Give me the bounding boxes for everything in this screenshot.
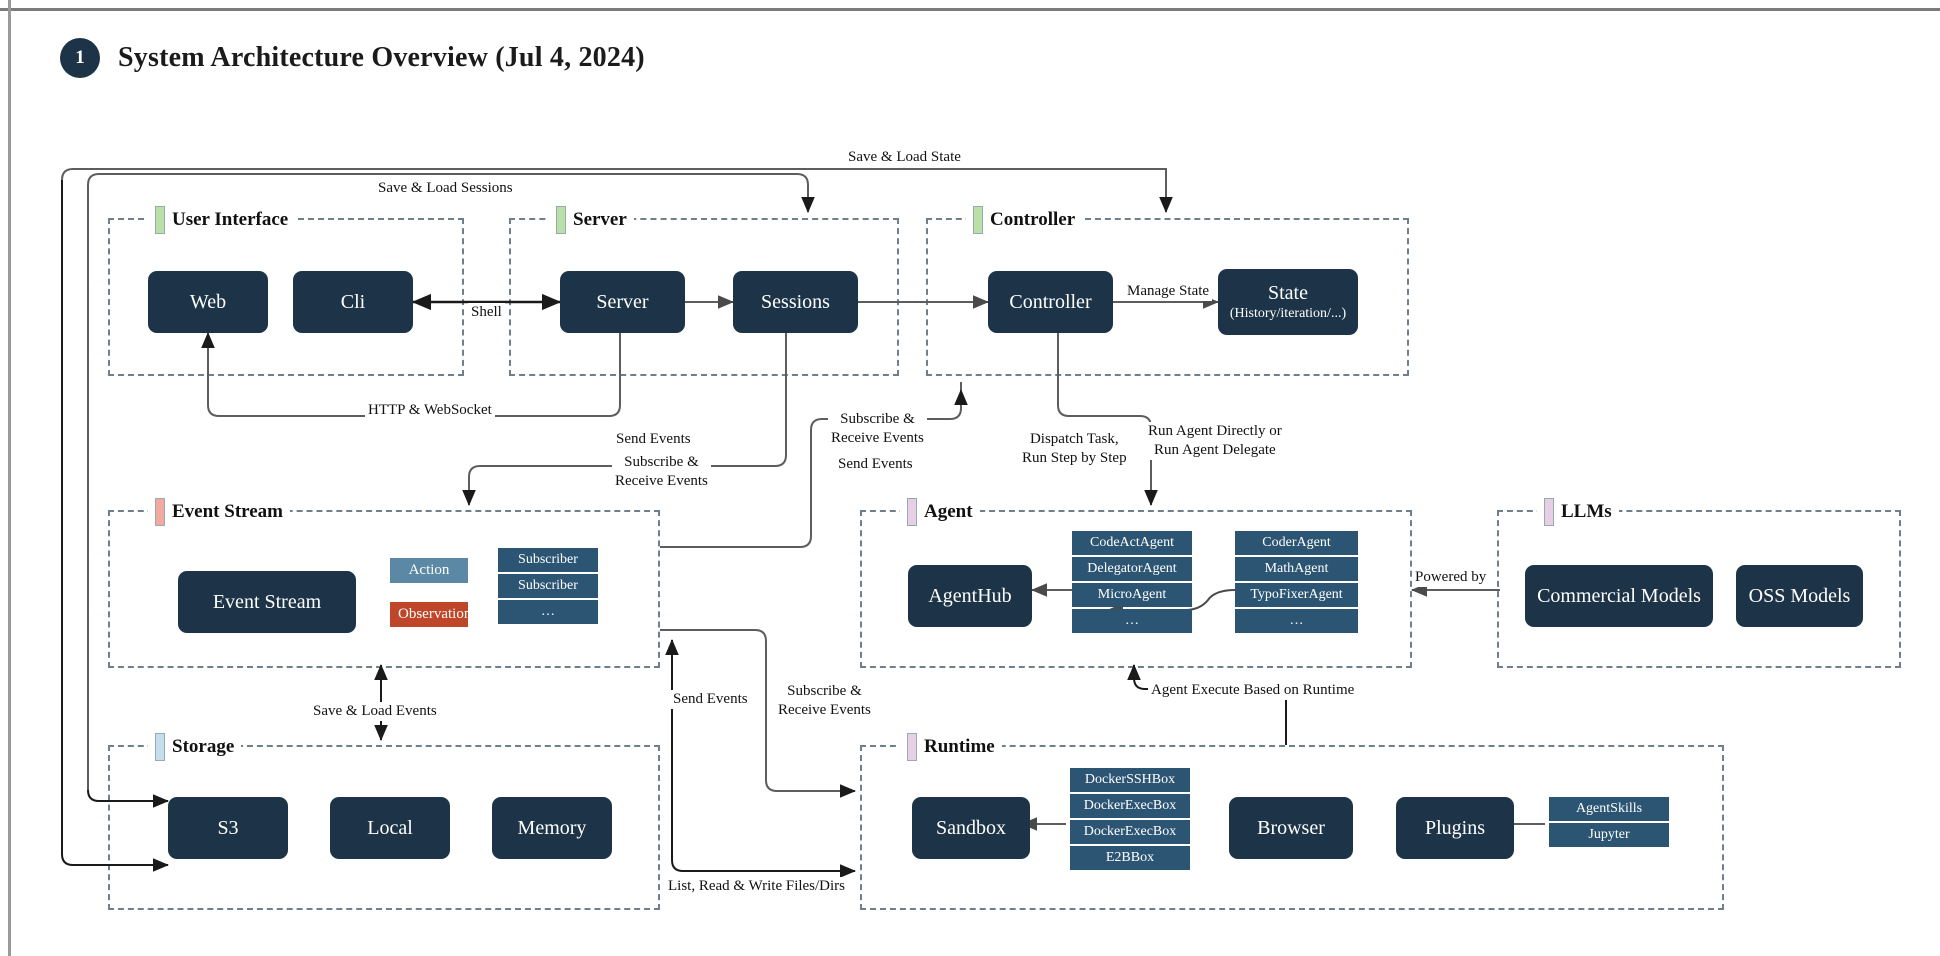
group-label-server: Server: [549, 206, 634, 234]
node-oss-models[interactable]: OSS Models: [1736, 565, 1863, 627]
node-cli[interactable]: Cli: [293, 271, 413, 333]
list-item[interactable]: …: [1235, 609, 1358, 634]
node-sandbox[interactable]: Sandbox: [912, 797, 1030, 859]
list-item[interactable]: MicroAgent: [1072, 583, 1192, 608]
node-state-title: State: [1268, 281, 1308, 304]
group-color-swatch-icon: [155, 498, 165, 526]
node-agent-hub[interactable]: AgentHub: [908, 565, 1032, 627]
group-runtime: Runtime: [860, 733, 1724, 910]
node-sessions[interactable]: Sessions: [733, 271, 858, 333]
node-commercial-models[interactable]: Commercial Models: [1525, 565, 1713, 627]
edge-label-manage-state: Manage State: [1124, 282, 1213, 301]
edge-label-agent-execute: Agent Execute Based on Runtime: [1148, 681, 1358, 700]
list-item[interactable]: Subscriber: [498, 574, 598, 599]
node-state[interactable]: State (History/iteration/...): [1218, 269, 1358, 335]
group-label-user-interface: User Interface: [148, 206, 296, 234]
node-server[interactable]: Server: [560, 271, 685, 333]
edge-label-shell: Shell: [468, 303, 505, 322]
list-item[interactable]: CodeActAgent: [1072, 531, 1192, 556]
list-item[interactable]: …: [498, 600, 598, 625]
list-item[interactable]: DelegatorAgent: [1072, 557, 1192, 582]
group-label-runtime: Runtime: [900, 733, 1002, 761]
page-title: System Architecture Overview (Jul 4, 202…: [118, 42, 645, 73]
edge-label-subscribe-receive-2: Subscribe & Receive Events: [828, 410, 927, 448]
list-item[interactable]: DockerExecBox: [1070, 820, 1190, 845]
edge-label-run-agent: Run Agent Directly or Run Agent Delegate: [1145, 422, 1285, 460]
edge-label-powered-by: Powered by: [1412, 568, 1490, 587]
group-color-swatch-icon: [556, 206, 566, 234]
group-llms: LLMs: [1497, 498, 1901, 668]
edge-label-list-read-write: List, Read & Write Files/Dirs: [665, 877, 849, 896]
group-storage: Storage: [108, 733, 660, 910]
group-label-controller: Controller: [966, 206, 1083, 234]
list-item[interactable]: DockerSSHBox: [1070, 768, 1190, 793]
node-event-stream[interactable]: Event Stream: [178, 571, 356, 633]
edge-label-send-events-3: Send Events: [670, 690, 751, 709]
edge-label-subscribe-receive-1: Subscribe & Receive Events: [612, 453, 711, 491]
edge-label-send-events-1: Send Events: [613, 430, 694, 449]
edge-label-save-load-sessions: Save & Load Sessions: [375, 179, 516, 198]
group-color-swatch-icon: [907, 733, 917, 761]
edge-label-subscribe-receive-3: Subscribe & Receive Events: [775, 682, 874, 720]
edge-label-send-events-2: Send Events: [835, 455, 916, 474]
node-s3[interactable]: S3: [168, 797, 288, 859]
group-color-swatch-icon: [1544, 498, 1554, 526]
group-label-event-stream: Event Stream: [148, 498, 290, 526]
list-item[interactable]: E2BBox: [1070, 846, 1190, 871]
list-item[interactable]: CoderAgent: [1235, 531, 1358, 556]
chip-observation[interactable]: Observation: [390, 602, 471, 627]
top-divider: [0, 8, 1940, 11]
group-color-swatch-icon: [973, 206, 983, 234]
group-label-llms: LLMs: [1537, 498, 1619, 526]
edge-label-save-load-state: Save & Load State: [845, 148, 964, 167]
group-color-swatch-icon: [155, 206, 165, 234]
edge-label-dispatch-task: Dispatch Task, Run Step by Step: [1019, 430, 1130, 468]
node-browser[interactable]: Browser: [1229, 797, 1353, 859]
group-color-swatch-icon: [155, 733, 165, 761]
group-label-storage: Storage: [148, 733, 242, 761]
group-label-agent: Agent: [900, 498, 980, 526]
left-divider: [8, 0, 11, 956]
node-local[interactable]: Local: [330, 797, 450, 859]
group-controller: Controller: [926, 206, 1409, 376]
list-item[interactable]: DockerExecBox: [1070, 794, 1190, 819]
group-color-swatch-icon: [907, 498, 917, 526]
slide-header: 1 System Architecture Overview (Jul 4, 2…: [60, 38, 645, 78]
node-state-subtitle: (History/iteration/...): [1229, 305, 1347, 321]
node-web[interactable]: Web: [148, 271, 268, 333]
list-item[interactable]: …: [1072, 609, 1192, 634]
edge-label-save-load-events: Save & Load Events: [310, 702, 440, 721]
node-plugins[interactable]: Plugins: [1396, 797, 1514, 859]
list-item[interactable]: TypoFixerAgent: [1235, 583, 1358, 608]
list-item[interactable]: MathAgent: [1235, 557, 1358, 582]
list-item[interactable]: AgentSkills: [1549, 797, 1669, 822]
list-item[interactable]: Jupyter: [1549, 823, 1669, 848]
node-memory[interactable]: Memory: [492, 797, 612, 859]
node-controller[interactable]: Controller: [988, 271, 1113, 333]
chip-action[interactable]: Action: [390, 558, 468, 583]
list-item[interactable]: Subscriber: [498, 548, 598, 573]
edge-label-http-websocket: HTTP & WebSocket: [365, 401, 495, 420]
slide-number-badge: 1: [60, 38, 100, 78]
